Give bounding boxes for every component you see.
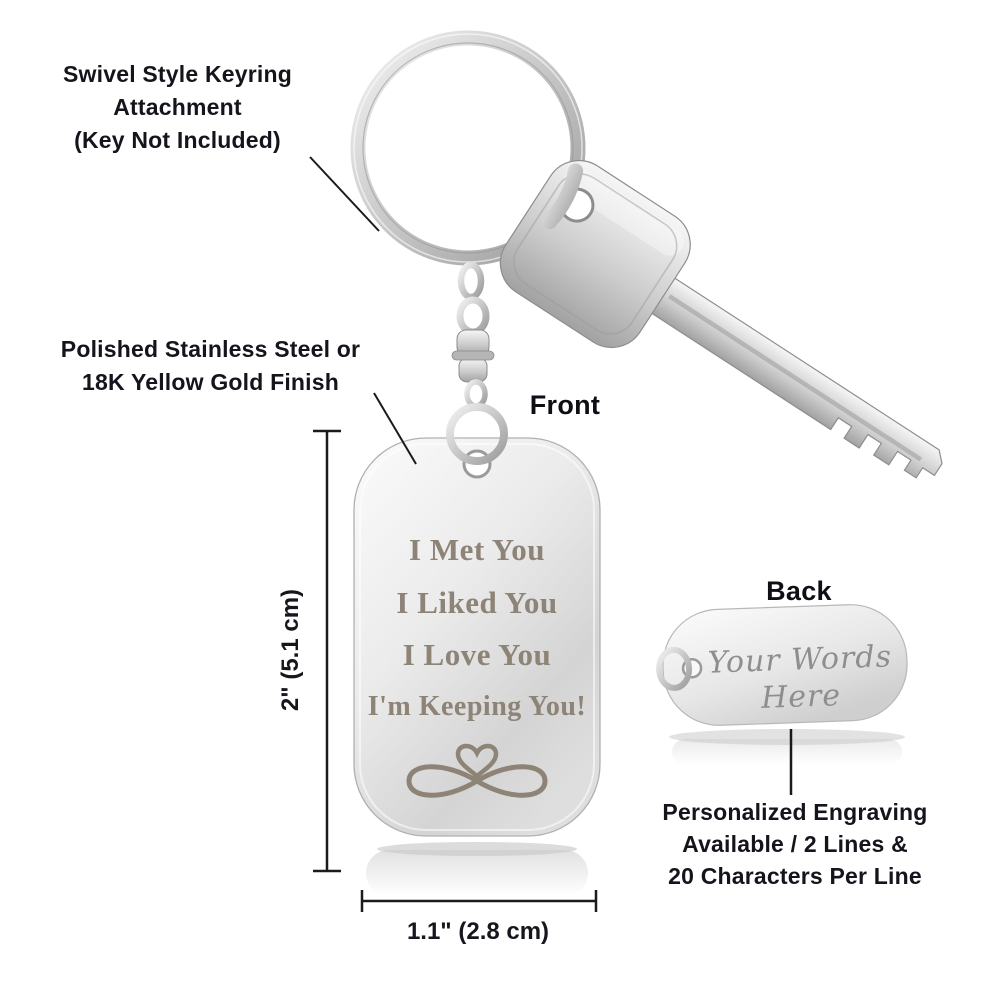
front-tag-reflection xyxy=(366,850,588,896)
note-personalized-engraving: Personalized Engraving Available / 2 Lin… xyxy=(620,796,970,892)
keyring-front-arc xyxy=(542,163,584,230)
back-engraving-line: Your Words xyxy=(707,639,892,680)
note-swivel-keyring: Swivel Style Keyring Attachment (Key Not… xyxy=(25,58,330,157)
key-head xyxy=(499,159,691,349)
note-line: Attachment xyxy=(113,94,242,120)
front-label: Front xyxy=(529,390,601,420)
swivel-barrel-ridge xyxy=(451,350,495,361)
back-tag-reflection xyxy=(672,739,902,765)
infinity-heart-icon xyxy=(406,743,548,798)
note-line: (Key Not Included) xyxy=(74,127,281,153)
pointer-line-keyring xyxy=(309,156,380,232)
engraved-text-line: I Love You xyxy=(403,637,552,672)
note-line: Personalized Engraving xyxy=(662,799,928,825)
note-line: Available / 2 Lines & xyxy=(682,831,908,857)
key xyxy=(499,159,943,479)
height-dimension-label: 2" (5.1 cm) xyxy=(277,588,304,712)
swivel-clasp xyxy=(451,261,495,409)
note-line: 18K Yellow Gold Finish xyxy=(81,369,340,395)
note-line: 20 Characters Per Line xyxy=(668,863,922,889)
pointer-line-finish xyxy=(373,392,417,465)
split-ring xyxy=(446,403,508,465)
key-blade xyxy=(648,275,943,479)
back-engraving-line: Here xyxy=(760,678,842,716)
engraved-text-line: I Liked You xyxy=(396,585,557,620)
back-label: Back xyxy=(766,576,832,606)
width-dimension-label: 1.1" (2.8 cm) xyxy=(406,918,550,945)
front-dog-tag: I Met You I Liked You I Love You I'm Kee… xyxy=(353,437,601,837)
note-finish: Polished Stainless Steel or 18K Yellow G… xyxy=(38,333,383,399)
key-groove xyxy=(668,294,923,462)
note-line: Polished Stainless Steel or xyxy=(60,336,361,362)
height-dimension-line xyxy=(313,429,341,873)
engraved-text-line: I'm Keeping You! xyxy=(368,691,587,722)
engraved-text-line: I Met You xyxy=(409,532,545,567)
note-line: Swivel Style Keyring xyxy=(63,61,292,87)
back-dog-tag: Your Words Here xyxy=(656,604,908,726)
back-tag-ring xyxy=(656,646,693,691)
keyring xyxy=(350,30,586,266)
width-dimension-line xyxy=(360,890,598,912)
